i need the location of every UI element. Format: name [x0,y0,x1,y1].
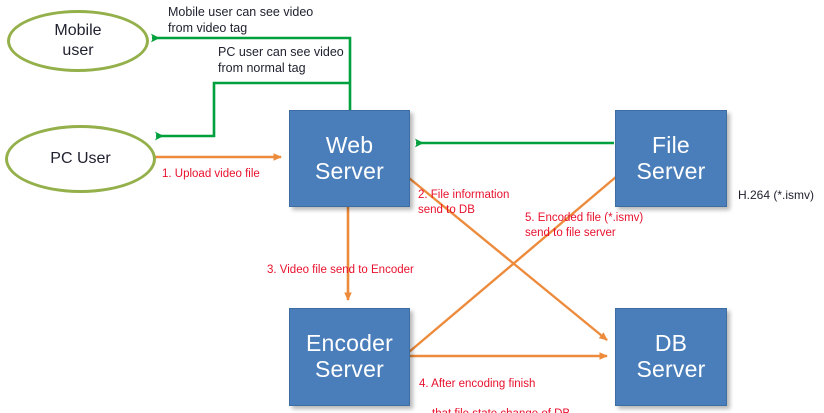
label-mobile-video-tag: Mobile user can see video from video tag [168,5,314,36]
label-step-4-line-1: 4. After encoding finish [419,377,536,390]
label-step-3-video-file-send-to-encoder: 3. Video file send to Encoder [267,264,414,276]
label-step-1-upload-video-file: 1. Upload video file [162,168,260,180]
node-db-server[interactable]: DB Server [615,308,727,406]
edge-webserver-to-dbserver [408,177,608,341]
label-step-4-line-2: that file state change of DB [419,407,594,413]
node-web-server-label: Web Server [315,131,384,184]
node-encoder-server[interactable]: Encoder Server [289,308,410,406]
edge-encoder-to-fileserver [408,170,624,353]
label-step-2-file-information-send-to-db: 2. File information send to DB [418,189,510,216]
label-pc-normal-tag: PC user can see video from normal tag [218,45,344,76]
node-mobile-user[interactable]: Mobile user [7,10,149,72]
node-file-server[interactable]: File Server [615,110,727,207]
edge-webserver-to-mobile-user [150,33,352,110]
node-db-server-label: DB Server [636,330,706,382]
node-pc-user[interactable]: PC User [5,125,156,193]
node-pc-user-label: PC User [50,150,111,167]
label-step-4-after-encoding-finish: 4. After encoding finish that file state… [419,362,594,413]
node-mobile-user-label: Mobile user [54,22,102,59]
edge-webserver-to-pc-user [154,81,350,141]
node-encoder-server-label: Encoder Server [305,330,394,382]
node-web-server[interactable]: Web Server [289,110,410,207]
node-file-server-label: File Server [636,131,706,184]
label-codec-note: H.264 (*.ismv) [738,188,815,202]
label-step-5-encoded-file-send-to-file-server: 5. Encoded file (*.ismv) send to file se… [525,212,644,239]
